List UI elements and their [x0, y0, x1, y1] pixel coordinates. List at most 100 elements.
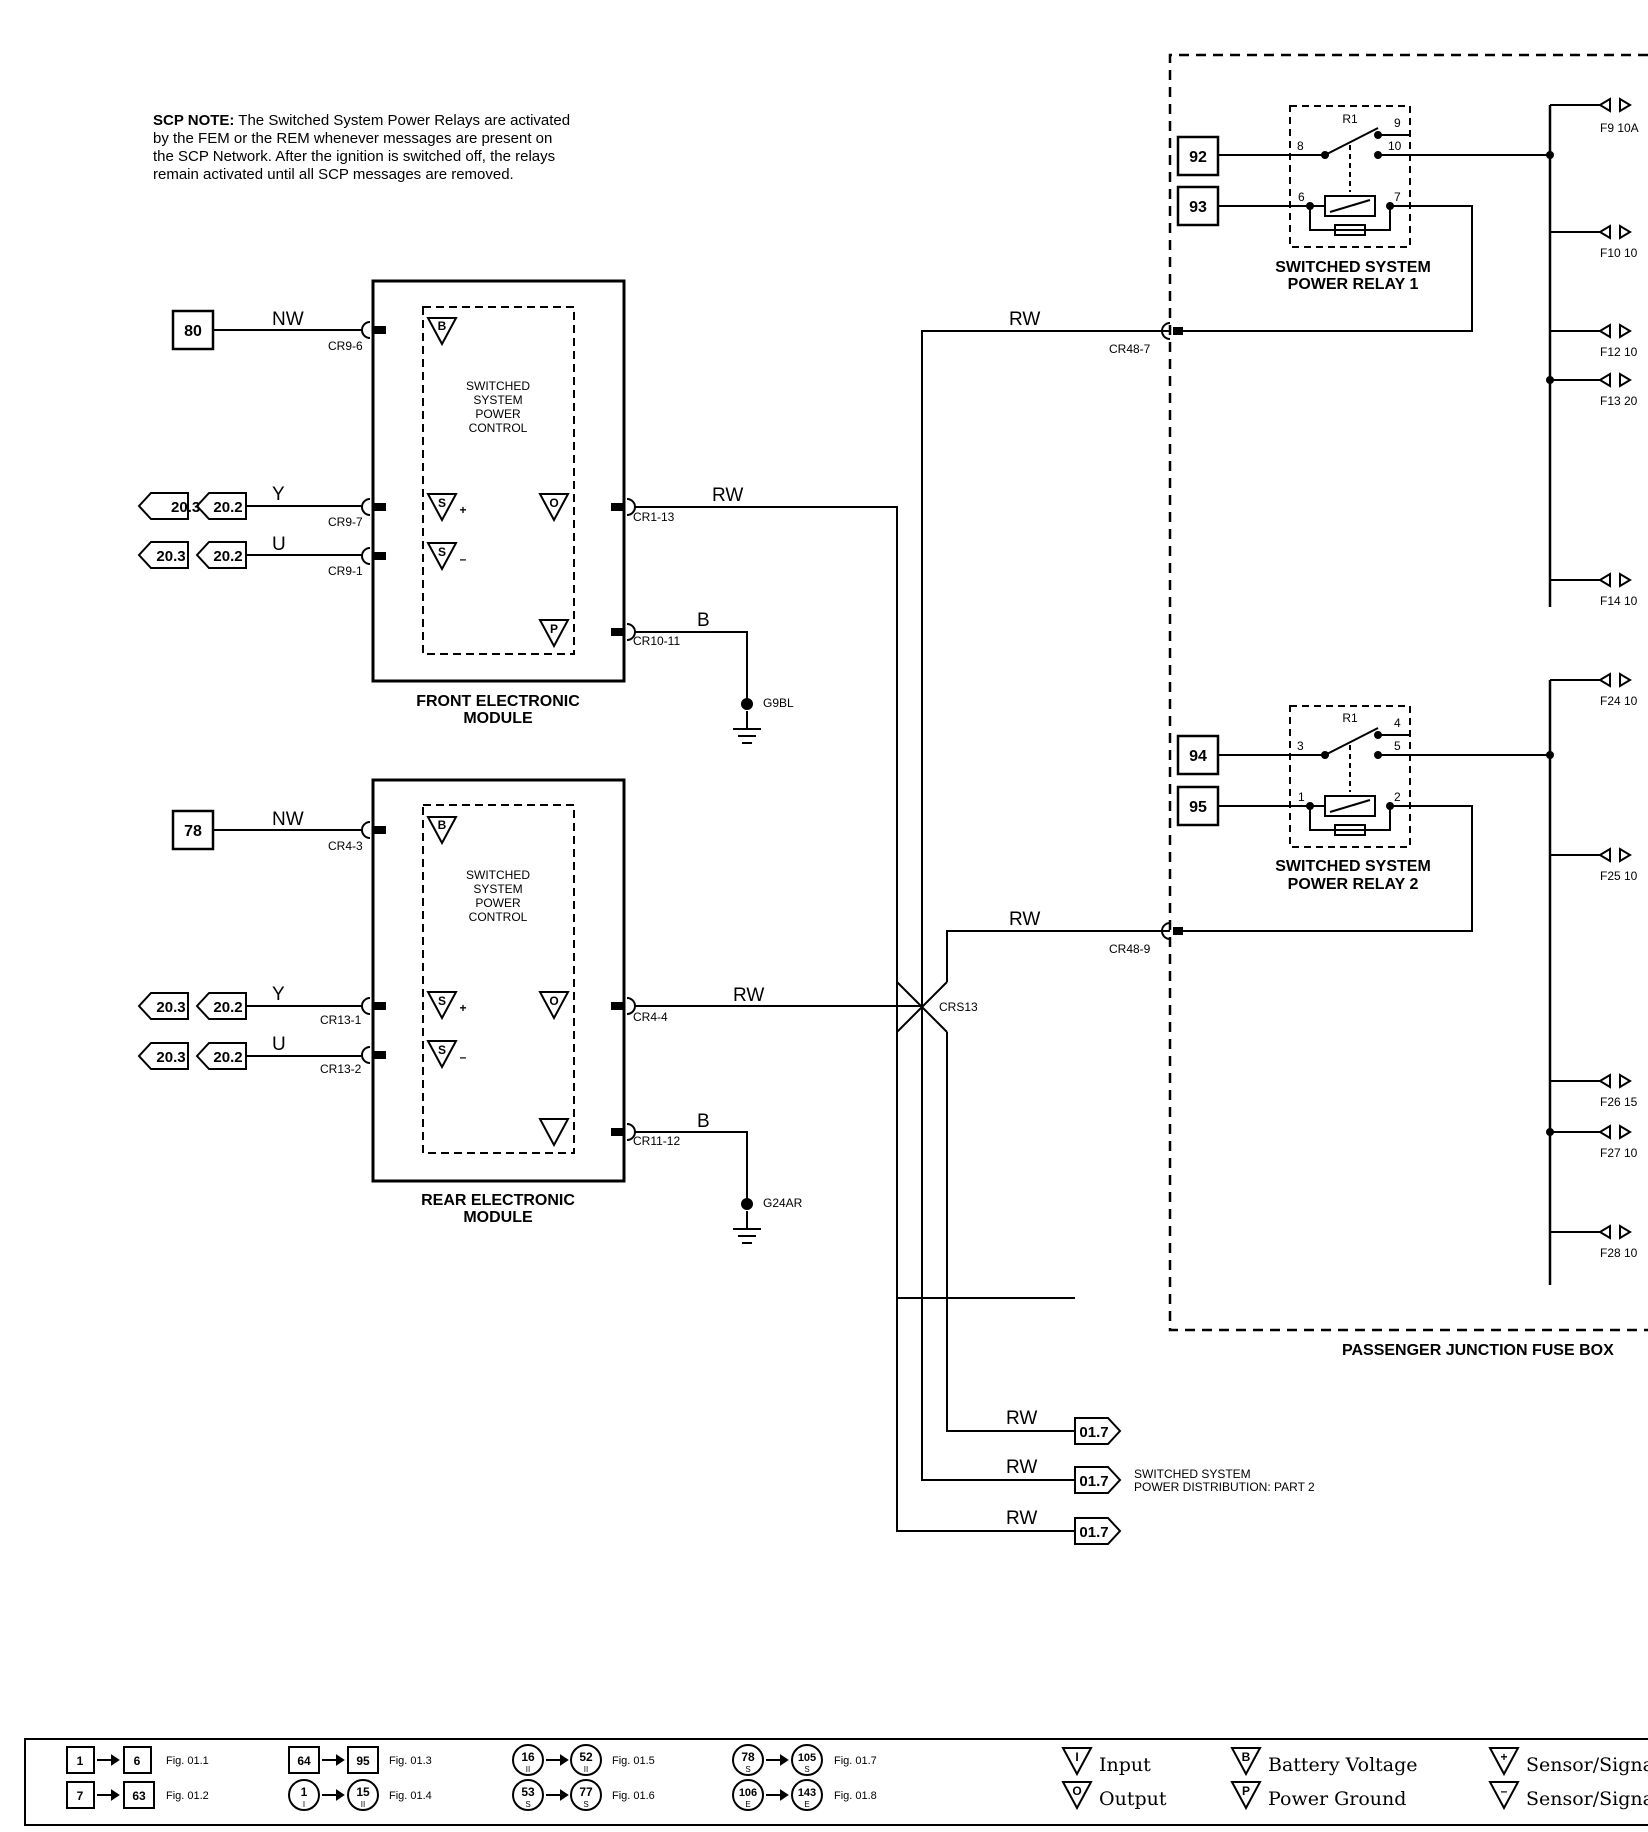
svg-text:2: 2 [1394, 790, 1401, 804]
svg-text:F26 15: F26 15 [1600, 1095, 1638, 1109]
fem-output-wiring: RW B G9BL [635, 485, 1075, 1299]
svg-text:RW: RW [1006, 1408, 1037, 1429]
svg-text:+: + [459, 1001, 466, 1015]
svg-text:MODULE: MODULE [463, 710, 533, 727]
svg-text:6: 6 [1298, 190, 1305, 204]
svg-text:1: 1 [77, 1754, 84, 1768]
svg-text:105: 105 [798, 1752, 816, 1764]
svg-text:6: 6 [134, 1754, 141, 1768]
svg-text:77: 77 [579, 1785, 593, 1799]
rem-input-wiring: 78 NW 20.3 20.2 Y 20.3 20.2 U [137, 809, 362, 1070]
svg-text:by the FEM or the REM whenever: by the FEM or the REM whenever messages … [153, 130, 552, 147]
svg-text:93: 93 [1189, 199, 1207, 216]
svg-text:Y: Y [272, 484, 285, 505]
svg-text:II: II [361, 1800, 365, 1809]
svg-text:01.7: 01.7 [1079, 1473, 1108, 1490]
svg-text:RW: RW [1006, 1508, 1037, 1529]
svg-text:P: P [550, 622, 558, 636]
svg-text:I: I [303, 1800, 305, 1809]
fuse-f25: F25 10 [1550, 847, 1638, 883]
svg-text:20.3: 20.3 [171, 499, 200, 516]
legend-range-6: 53S 77S Fig. 01.6 [512, 1779, 655, 1811]
legend-range-1: 1 6 Fig. 01.1 [66, 1746, 209, 1774]
legend-range-2: 7 63 Fig. 01.2 [66, 1781, 209, 1809]
svg-text:CR13-2: CR13-2 [320, 1062, 362, 1076]
svg-text:MODULE: MODULE [463, 1209, 533, 1226]
svg-text:R1: R1 [1342, 112, 1358, 126]
fuse-f9: F9 10A [1550, 97, 1639, 135]
svg-text:CONTROL: CONTROL [469, 910, 528, 924]
svg-text:63: 63 [132, 1789, 146, 1803]
svg-text:I: I [1075, 1750, 1078, 1764]
svg-text:O: O [1072, 1784, 1081, 1798]
splice-crs13: RW RW CRS13 [896, 309, 1170, 1481]
svg-text:CR4-3: CR4-3 [328, 839, 363, 853]
svg-text:95: 95 [1189, 799, 1207, 816]
svg-text:Fig. 01.6: Fig. 01.6 [612, 1790, 655, 1802]
svg-text:F28 10: F28 10 [1600, 1246, 1638, 1260]
svg-text:20.2: 20.2 [213, 499, 242, 516]
scp-note: SCP NOTE: The Switched System Power Rela… [153, 112, 570, 183]
fuse-f28: F28 10 [1550, 1224, 1638, 1260]
svg-text:RW: RW [1006, 1457, 1037, 1478]
svg-text:S: S [438, 994, 446, 1008]
svg-text:Fig. 01.1: Fig. 01.1 [166, 1755, 209, 1767]
svg-text:+: + [459, 503, 466, 517]
svg-text:SWITCHED: SWITCHED [466, 868, 530, 882]
svg-text:RW: RW [712, 485, 743, 506]
svg-text:Sensor/Signal: Sensor/Signal [1526, 1788, 1648, 1810]
svg-text:SWITCHED SYSTEM: SWITCHED SYSTEM [1275, 259, 1431, 276]
svg-text:106: 106 [739, 1787, 757, 1799]
switched-system-power-relay-2: 94 95 R1 3 4 5 1 2 SWITCHED SYSTEM POWER [1176, 705, 1550, 932]
svg-text:52: 52 [579, 1750, 593, 1764]
svg-text:F12 10: F12 10 [1600, 345, 1638, 359]
legend-key-output: O Output [1061, 1781, 1167, 1811]
svg-text:CR1-13: CR1-13 [633, 510, 675, 524]
fuse-f12: F12 10 [1550, 323, 1638, 359]
svg-text:CR9-7: CR9-7 [328, 515, 363, 529]
svg-text:U: U [272, 1034, 286, 1055]
svg-text:S: S [804, 1765, 809, 1774]
fuse-f26: F26 15 [1550, 1073, 1638, 1109]
svg-text:20.2: 20.2 [213, 999, 242, 1016]
svg-text:S: S [438, 496, 446, 510]
switched-system-power-relay-1: 92 93 R1 8 9 10 6 7 SWITCHED SYSTEM [1176, 105, 1550, 332]
fuse-f13: F13 20 [1550, 372, 1638, 408]
ground-g24ar: G24AR [763, 1196, 803, 1210]
fem-input-wiring: 80 NW 20.3 20.2 Y 20.3 20.2 U [137, 309, 362, 569]
svg-text:PASSENGER JUNCTION FUSE BOX: PASSENGER JUNCTION FUSE BOX [1342, 1342, 1614, 1359]
svg-text:NW: NW [272, 809, 304, 830]
svg-text:Fig. 01.3: Fig. 01.3 [389, 1755, 432, 1767]
svg-text:F24 10: F24 10 [1600, 694, 1638, 708]
svg-text:01.7: 01.7 [1079, 1524, 1108, 1541]
svg-text:RW: RW [733, 985, 764, 1006]
svg-text:B: B [438, 818, 447, 832]
svg-text:20.2: 20.2 [213, 548, 242, 565]
svg-text:CONTROL: CONTROL [469, 421, 528, 435]
svg-text:CR9-6: CR9-6 [328, 339, 363, 353]
legend-range-3: 64 95 Fig. 01.3 [288, 1746, 432, 1774]
svg-text:78: 78 [741, 1750, 755, 1764]
fuse-f14: F14 10 [1550, 572, 1638, 608]
svg-text:Fig. 01.5: Fig. 01.5 [612, 1755, 655, 1767]
svg-text:F14 10: F14 10 [1600, 594, 1638, 608]
svg-text:POWER: POWER [475, 407, 521, 421]
rem-title: REAR ELECTRONIC [421, 1192, 575, 1209]
svg-text:SCP NOTE: The Switched System: SCP NOTE: The Switched System Power Rela… [153, 112, 570, 129]
svg-text:CR11-12: CR11-12 [633, 1134, 680, 1148]
svg-text:Sensor/Signal: Sensor/Signal [1526, 1754, 1648, 1776]
svg-text:5: 5 [1394, 739, 1401, 753]
svg-text:Fig. 01.4: Fig. 01.4 [389, 1790, 432, 1802]
svg-text:O: O [549, 496, 558, 510]
svg-text:Battery Voltage: Battery Voltage [1268, 1754, 1418, 1776]
ground-g9bl: G9BL [763, 696, 794, 710]
svg-text:NW: NW [272, 309, 304, 330]
output-refs: 01.7 01.7 01.7 RW RW RW SWITCHED SYSTEM … [896, 1298, 1315, 1545]
svg-text:CR13-1: CR13-1 [320, 1013, 362, 1027]
svg-text:remain activated until all SCP: remain activated until all SCP messages … [153, 166, 514, 183]
svg-text:POWER RELAY 1: POWER RELAY 1 [1288, 276, 1419, 293]
svg-text:O: O [549, 994, 558, 1008]
